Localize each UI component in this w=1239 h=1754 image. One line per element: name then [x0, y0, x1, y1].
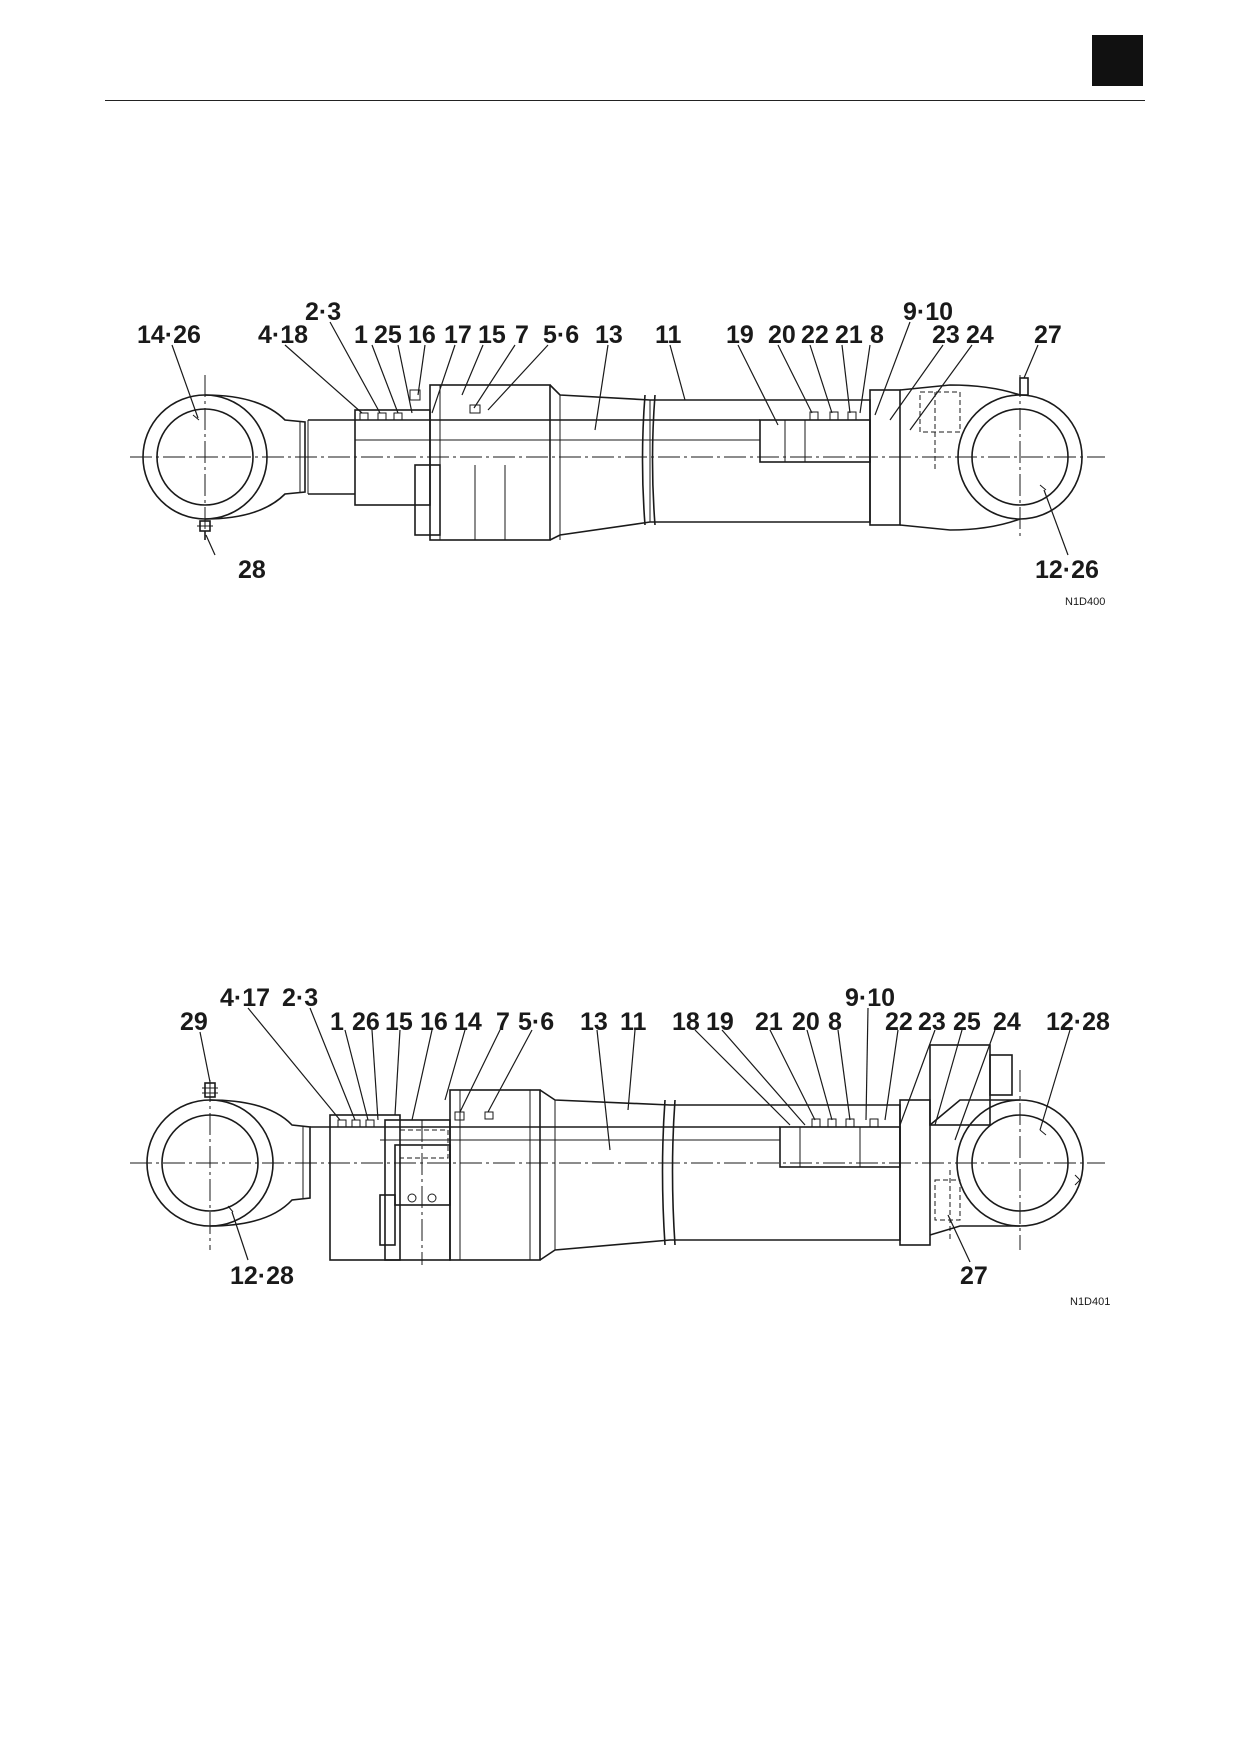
cylinder-head-top [354, 384, 551, 541]
callout-top-8: 8 [870, 321, 884, 349]
callout-bottom-14: 14 [454, 1008, 482, 1036]
callout-top-15: 15 [478, 321, 506, 349]
callout-bottom-12-28-left: 12·28 [230, 1262, 294, 1290]
callout-bottom-15: 15 [385, 1008, 413, 1036]
rod-eye-left-top [142, 394, 309, 520]
callout-top-20: 20 [768, 321, 796, 349]
callout-top-12-26: 12·26 [1035, 556, 1099, 584]
callout-bottom-9-10: 9·10 [845, 984, 895, 1012]
callout-bottom-2-3: 2·3 [282, 984, 318, 1012]
callout-top-11: 11 [655, 321, 682, 349]
callout-bottom-16: 16 [420, 1008, 448, 1036]
callouts-bottom: 29 4·17 2·3 1 26 15 16 14 7 5·6 13 11 18… [180, 984, 1110, 1290]
callout-bottom-21: 21 [755, 1008, 783, 1036]
figure-code-top: N1D400 [1065, 596, 1105, 608]
callout-top-28: 28 [238, 556, 266, 584]
callout-top-23: 23 [932, 321, 960, 349]
callout-top-5-6: 5·6 [543, 321, 579, 349]
header-rule [105, 100, 1145, 101]
callout-top-16: 16 [408, 321, 436, 349]
callout-bottom-26: 26 [352, 1008, 380, 1036]
callouts-top: 14·26 4·18 2·3 1 25 16 17 15 7 5·6 13 11… [137, 298, 1099, 584]
figure-code-bottom: N1D401 [1070, 1296, 1110, 1308]
callout-top-7: 7 [515, 321, 529, 349]
callout-bottom-25: 25 [953, 1008, 981, 1036]
callout-bottom-24: 24 [993, 1008, 1021, 1036]
cylinder-bottom-bottom [899, 1044, 1084, 1246]
grease-nipple-28 [197, 520, 213, 540]
callout-top-13: 13 [595, 321, 623, 349]
callout-bottom-13: 13 [580, 1008, 608, 1036]
callout-bottom-22: 22 [885, 1008, 913, 1036]
leader-lines-top [171, 321, 1069, 556]
callout-bottom-12-28-right: 12·28 [1046, 1008, 1110, 1036]
callout-bottom-11: 11 [620, 1008, 647, 1036]
callout-bottom-27: 27 [960, 1262, 988, 1290]
leader-lines-bottom [199, 1007, 1071, 1263]
callout-top-4-18: 4·18 [258, 321, 308, 349]
cylinder-drawing-bottom: 29 4·17 2·3 1 26 15 16 14 7 5·6 13 11 18… [130, 984, 1110, 1308]
callout-bottom-7: 7 [496, 1008, 510, 1036]
callout-top-25: 25 [374, 321, 402, 349]
callout-bottom-18: 18 [672, 1008, 700, 1036]
callout-bottom-4-17: 4·17 [220, 984, 270, 1012]
callout-bottom-20: 20 [792, 1008, 820, 1036]
piston-bottom [779, 1118, 901, 1168]
callout-bottom-5-6: 5·6 [518, 1008, 554, 1036]
callout-top-2-3: 2·3 [305, 298, 341, 326]
callout-top-19: 19 [726, 321, 754, 349]
callout-top-22: 22 [801, 321, 829, 349]
callout-top-1: 1 [354, 321, 368, 349]
piston-top [759, 411, 871, 463]
rod-eye-left-bottom [146, 1099, 311, 1227]
callout-bottom-23: 23 [918, 1008, 946, 1036]
callout-bottom-8: 8 [828, 1008, 842, 1036]
callout-bottom-19: 19 [706, 1008, 734, 1036]
callout-top-24: 24 [966, 321, 994, 349]
callout-top-9-10: 9·10 [903, 298, 953, 326]
callout-top-14-26: 14·26 [137, 321, 201, 349]
cylinder-drawing-top: 14·26 4·18 2·3 1 25 16 17 15 7 5·6 13 11… [130, 298, 1105, 608]
piston-rod-bottom [310, 1126, 780, 1141]
callout-top-27: 27 [1034, 321, 1062, 349]
callout-bottom-29: 29 [180, 1008, 208, 1036]
page-tab-marker [1092, 35, 1143, 86]
callout-bottom-1: 1 [330, 1008, 344, 1036]
callout-top-21: 21 [835, 321, 863, 349]
cylinder-tube-bottom [539, 1089, 901, 1261]
callout-top-17: 17 [444, 321, 472, 349]
grease-nipple-29 [202, 1082, 218, 1098]
cylinder-head-bottom [329, 1089, 541, 1261]
